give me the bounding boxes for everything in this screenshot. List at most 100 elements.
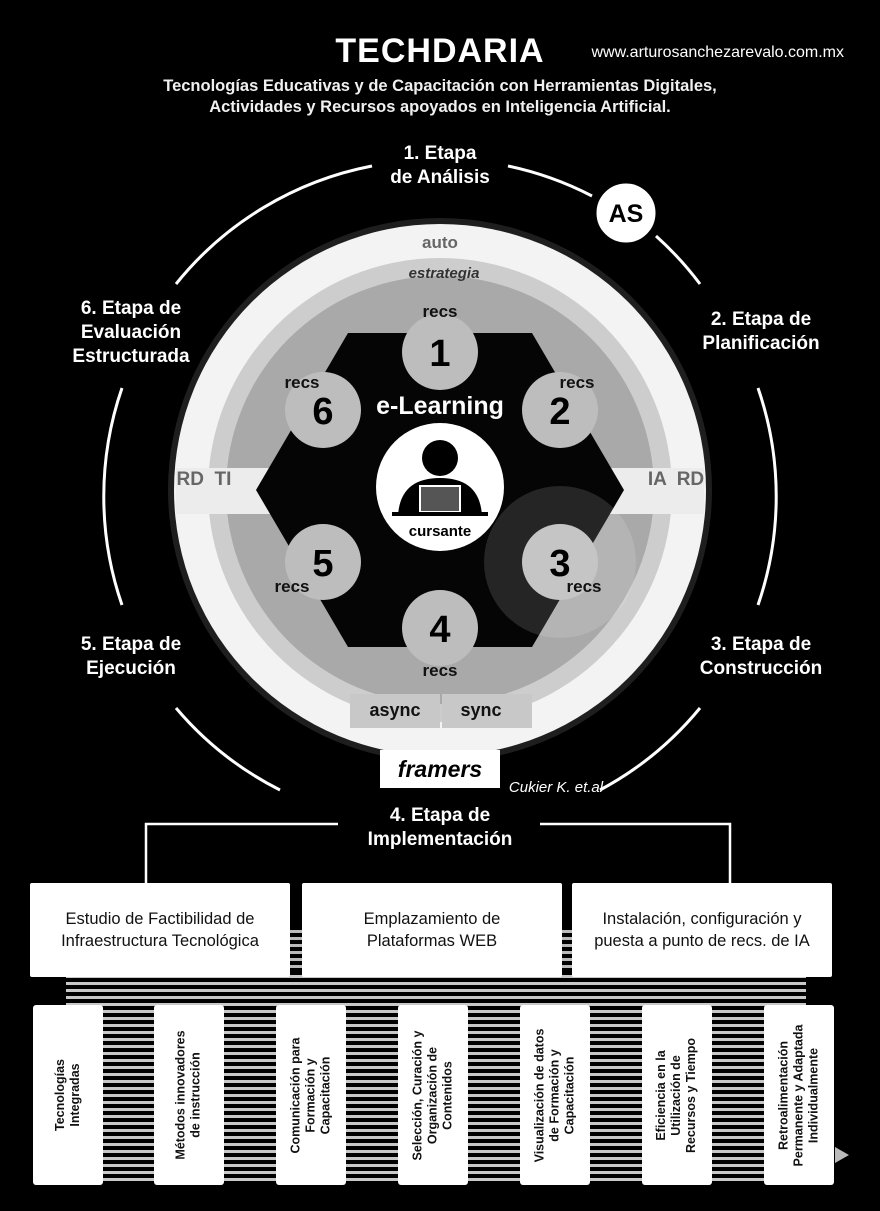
website-url[interactable]: www.arturosanchezarevalo.com.mx: [591, 44, 844, 61]
pillar-5-line-1: Visualización de datos: [532, 1028, 547, 1162]
pillar-7-line-1: Retroalimentación: [776, 1040, 791, 1150]
implementation-connector: [144, 822, 732, 885]
citation-label: Cukier K. et.al: [509, 779, 604, 796]
rd-ti-label: RD TI: [177, 469, 232, 490]
pillar-6-line-2: Utilización de: [669, 1054, 684, 1136]
pillar-5-line-3: Capacitación: [562, 1056, 577, 1134]
node-3-number: 3: [549, 543, 570, 585]
node-6-recs: recs: [285, 373, 320, 392]
outer-arcs: [102, 164, 778, 792]
pillar-3-line-1: Comunicación para: [288, 1037, 303, 1153]
hex-node-6[interactable]: [285, 372, 361, 448]
node-5-recs: recs: [275, 577, 310, 596]
pillar-5-line-2: de Formación y: [547, 1048, 562, 1142]
node-3-recs: recs: [567, 577, 602, 596]
stage-6-label: 6. Etapa de Evaluación Estructurada: [46, 297, 216, 369]
arc-bottom-right: [599, 707, 702, 792]
hex-node-4[interactable]: [402, 590, 478, 666]
node-5-number: 5: [312, 543, 333, 585]
framers-label: framers: [398, 756, 482, 782]
pillar-2-line-2: de instrucción: [189, 1052, 203, 1138]
cycle-diagram: auto estrategia RD TI IA RD async sync f…: [102, 164, 778, 796]
estrategia-label: estrategia: [409, 265, 480, 282]
stage-2-label: 2. Etapa de Planificación: [676, 308, 846, 356]
node-2-number: 2: [549, 391, 570, 433]
stage-3-line-1: 3. Etapa de: [710, 634, 812, 655]
hex-node-3[interactable]: [522, 524, 598, 600]
play-arrow-icon[interactable]: [834, 1146, 850, 1164]
impl-box-1-line-1: Estudio de Factibilidad de: [65, 910, 255, 928]
node-numbers: 1 2 3 4 5 6: [312, 333, 570, 651]
stage-4-line-1: 4. Etapa de: [389, 805, 491, 826]
impl-box-3-line-1: Instalación, configuración y: [602, 910, 802, 928]
recs-labels: recs recs recs recs recs recs: [275, 302, 602, 680]
e-learning-title: e-Learning: [376, 392, 504, 420]
impl-box-1-line-2: Infraestructura Tecnológica: [61, 932, 259, 950]
ia-rd-label: IA RD: [648, 469, 704, 490]
arc-right: [756, 387, 778, 606]
pillar-4-line-1: Selección, Curación y: [410, 1030, 425, 1160]
arc-top-right: [507, 164, 593, 198]
hex-node-1[interactable]: [402, 314, 478, 390]
as-badge: [593, 180, 659, 246]
pillar-4-line-2: Organización de: [425, 1046, 440, 1144]
subtitle-line-2: Actividades y Recursos apoyados en Intel…: [209, 98, 671, 116]
connector-stripes-left: [288, 930, 304, 970]
stage-2-line-1: 2. Etapa de: [710, 309, 812, 330]
stage-6-line-3: Estructurada: [72, 346, 190, 367]
hex-node-2[interactable]: [522, 372, 598, 448]
cursante-label: cursante: [409, 523, 472, 540]
user-at-laptop-icon: [392, 440, 488, 516]
pillar-3-line-3: Capacitación: [318, 1056, 333, 1134]
pillar-6-line-3: Recursos y Tiempo: [684, 1037, 699, 1153]
stage-5-label: 5. Etapa de Ejecución: [46, 633, 216, 681]
arc-left: [102, 387, 124, 606]
impl-box-3-line-2: puesta a punto de recs. de IA: [594, 932, 810, 950]
impl-box-2-line-1: Emplazamiento de: [363, 910, 501, 928]
stage-3-line-2: Construcción: [699, 658, 823, 679]
arc-top-left: [174, 164, 373, 285]
auto-label: auto: [422, 233, 458, 252]
as-badge-label: AS: [609, 200, 644, 228]
impl-box-1: Estudio de Factibilidad de Infraestructu…: [30, 883, 290, 977]
stage-6-line-2: Evaluación: [80, 322, 182, 343]
stage-4-label: 4. Etapa de Implementación: [320, 804, 560, 852]
subtitle-line-1: Tecnologías Educativas y de Capacitación…: [163, 77, 717, 95]
stage-3-label: 3. Etapa de Construcción: [676, 633, 846, 681]
hex-node-5[interactable]: [285, 524, 361, 600]
stage-4-line-2: Implementación: [367, 829, 513, 850]
impl-box-3: Instalación, configuración y puesta a pu…: [572, 883, 832, 977]
impl-box-2-line-2: Plataformas WEB: [366, 932, 498, 950]
sync-bar: [442, 694, 532, 728]
node-2-recs: recs: [560, 373, 595, 392]
impl-box-2: Emplazamiento de Plataformas WEB: [302, 883, 562, 977]
arc-as-right: [654, 234, 702, 285]
node-4-number: 4: [429, 609, 450, 651]
pillar-4-line-3: Contenidos: [440, 1060, 455, 1130]
arc-bottom-left: [174, 707, 281, 792]
stage-1-line-1: 1. Etapa: [403, 143, 477, 164]
pillar-2-line-1: Métodos innovadores: [174, 1030, 188, 1160]
stage-1-line-2: de Análisis: [390, 167, 490, 188]
pillar-6-line-1: Eficiencia en la: [654, 1049, 669, 1141]
stage-6-line-1: 6. Etapa de: [80, 298, 182, 319]
pillar-7-line-3: Individualmente: [806, 1047, 821, 1143]
node-1-recs: recs: [423, 302, 458, 321]
node-3-glow: [484, 486, 636, 638]
sync-label: sync: [460, 700, 501, 720]
node-4-recs: recs: [423, 661, 458, 680]
page-subtitle: Tecnologías Educativas y de Capacitación…: [0, 76, 880, 118]
hex-nodes: [285, 314, 598, 666]
node-6-number: 6: [312, 391, 333, 433]
pillar-1-line-1: Tecnologías: [53, 1058, 68, 1132]
pillar-1-line-2: Integradas: [68, 1063, 83, 1127]
page-title: TECHDARIA: [335, 32, 545, 70]
stage-2-line-2: Planificación: [702, 333, 820, 354]
